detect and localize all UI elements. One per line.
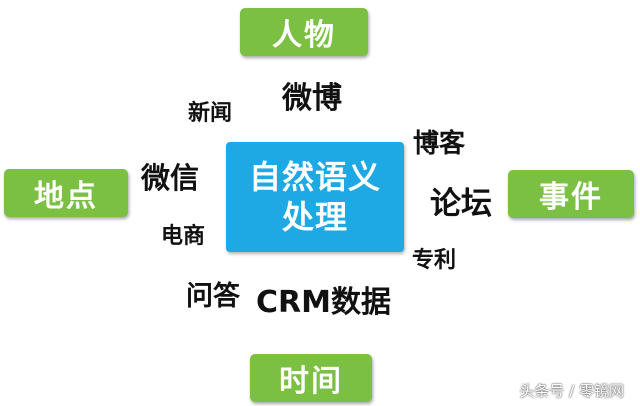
center-label-line1: 自然语义 <box>248 158 381 196</box>
keyword-qa: 问答 <box>186 281 240 312</box>
category-location-label: 地点 <box>34 179 98 214</box>
watermark-text: 头条号 / 零镜网 <box>519 382 624 400</box>
keyword-crm-data: CRM数据 <box>256 285 391 320</box>
keyword-patent: 专利 <box>412 248 457 273</box>
category-event-label: 事件 <box>539 180 603 215</box>
category-person-label: 人物 <box>272 18 336 53</box>
keyword-news: 新闻 <box>188 101 233 126</box>
category-person: 人物 <box>240 8 368 56</box>
category-time-label: 时间 <box>279 364 343 399</box>
category-event: 事件 <box>508 170 634 218</box>
keyword-wechat: 微信 <box>141 161 200 195</box>
center-label-line2: 处理 <box>281 198 348 236</box>
category-location: 地点 <box>4 169 128 217</box>
center-nlp-box: 自然语义 处理 <box>226 142 404 252</box>
keyword-blog: 博客 <box>413 129 466 159</box>
category-time: 时间 <box>250 354 372 402</box>
keyword-ecommerce: 电商 <box>161 224 206 249</box>
keyword-forum: 论坛 <box>430 186 492 222</box>
keyword-weibo: 微博 <box>282 81 342 116</box>
